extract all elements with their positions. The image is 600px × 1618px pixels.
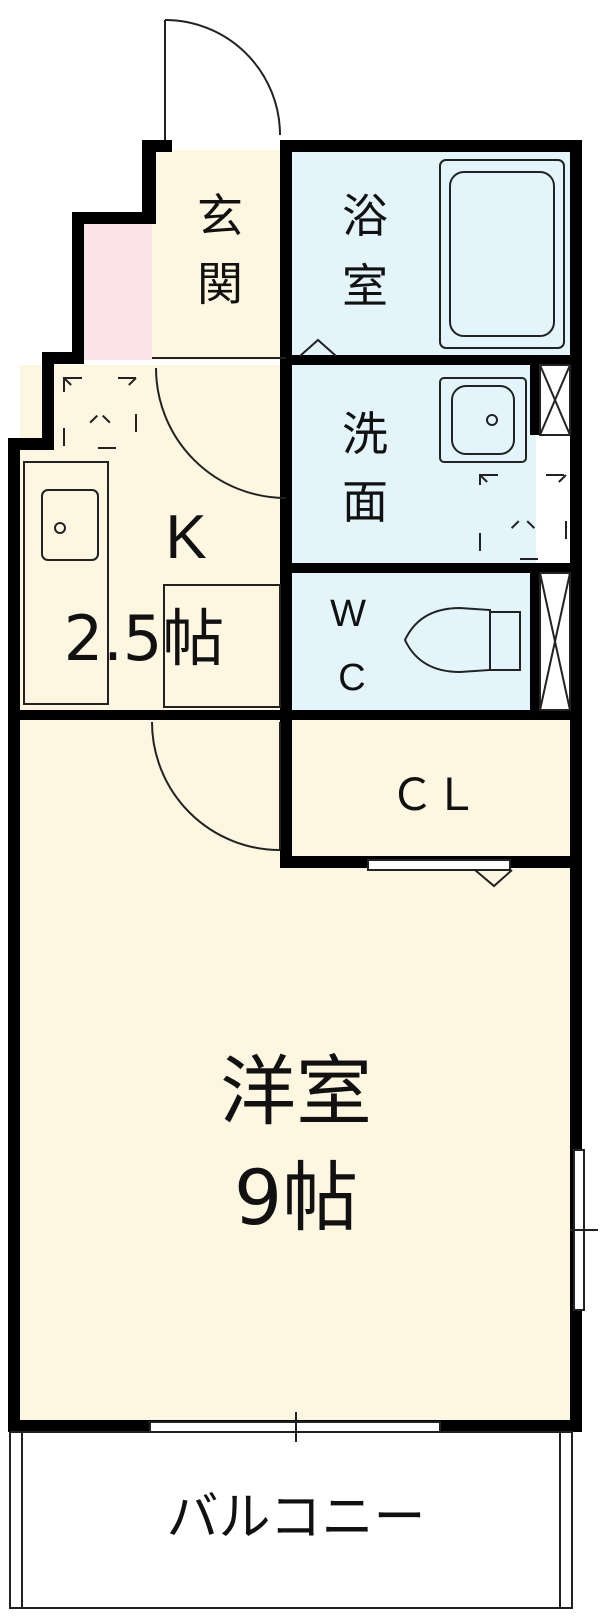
toilet-label-1: W xyxy=(330,593,366,635)
kitchen-floor xyxy=(20,365,286,712)
details xyxy=(9,19,598,1609)
entrance-label-2: 関 xyxy=(197,257,243,311)
balcony-label: バルコニー xyxy=(167,1488,426,1548)
toilet-floor xyxy=(292,572,536,712)
western-room-label-1: 洋室 xyxy=(220,1047,372,1136)
entrance-floor xyxy=(152,150,286,360)
entrance-label-1: 玄 xyxy=(197,189,243,243)
kitchen-label-1: K xyxy=(165,503,206,572)
washroom-label-1: 洗 xyxy=(342,407,388,461)
bath-floor xyxy=(292,150,572,358)
washroom-label-2: 面 xyxy=(342,475,388,529)
closet-label: ＣＬ xyxy=(390,770,478,821)
western-room-label-2: 9帖 xyxy=(234,1153,358,1242)
balcony-floor xyxy=(10,1430,572,1606)
kitchen-label-2: 2.5帖 xyxy=(64,602,225,675)
bath-label-1: 浴 xyxy=(342,189,388,243)
toilet-label-2: C xyxy=(338,657,365,699)
washroom-floor xyxy=(292,365,536,565)
bath-label-2: 室 xyxy=(342,259,388,313)
shoe-storage xyxy=(80,222,152,360)
western-room-floor xyxy=(20,719,572,1423)
